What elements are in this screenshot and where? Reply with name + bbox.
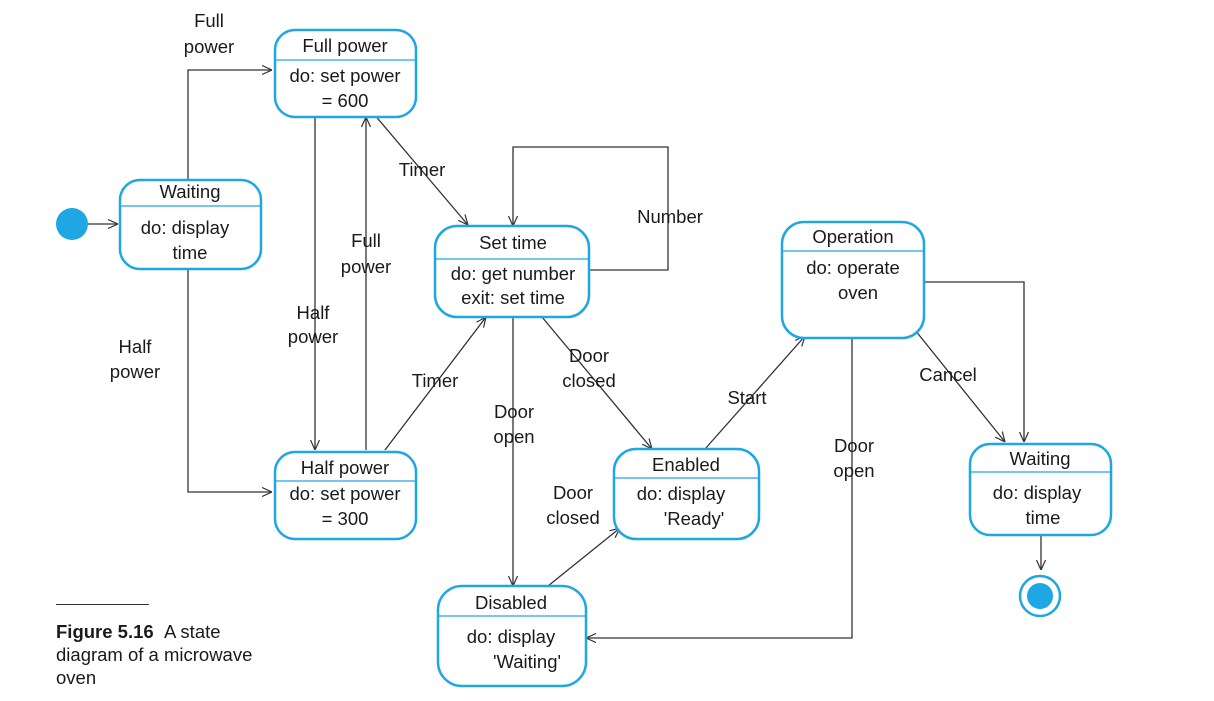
state-half-power-line1: do: set power — [289, 483, 400, 504]
caption-text: A state diagram of a microwave oven — [56, 621, 253, 688]
label-half-power-mid-1: Half — [297, 302, 331, 323]
label-half-power-left-2: power — [110, 361, 160, 382]
state-full-power-line2: = 600 — [322, 90, 369, 111]
state-waiting-end-line1: do: display — [993, 482, 1082, 503]
label-half-power-mid-2: power — [288, 326, 338, 347]
label-door-closed-1-2: closed — [562, 370, 615, 391]
edge-waiting-fullpower — [187, 70, 272, 180]
state-half-power-line2: = 300 — [322, 508, 369, 529]
state-waiting-line1: do: display — [141, 217, 230, 238]
state-operation — [780, 220, 926, 340]
label-door-open-1-1: Door — [494, 401, 534, 422]
caption-rule — [56, 604, 149, 605]
edge-operation-disabled — [586, 338, 853, 638]
state-half-power — [273, 450, 418, 541]
edge-disabled-enabled — [547, 528, 620, 587]
caption-label: Figure 5.16 — [56, 621, 154, 642]
state-full-power — [273, 28, 418, 119]
label-full-power-mid-1: Full — [351, 230, 381, 251]
state-operation-line1: do: operate — [806, 257, 900, 278]
label-door-closed-2-1: Door — [553, 482, 593, 503]
label-full-power-mid-2: power — [341, 256, 391, 277]
state-waiting-name: Waiting — [159, 181, 220, 202]
final-state — [1018, 574, 1062, 618]
state-enabled-line1: do: display — [637, 483, 726, 504]
edge-waiting-halfpower — [187, 269, 272, 492]
label-door-open-2-2: open — [833, 460, 874, 481]
label-timer-top: Timer — [399, 159, 446, 180]
state-operation-name: Operation — [812, 226, 893, 247]
state-set-time-line1: do: get number — [451, 263, 575, 284]
initial-state-dot — [56, 208, 88, 240]
state-set-time-line2: exit: set time — [461, 287, 565, 308]
label-door-open-2-1: Door — [834, 435, 874, 456]
edge-operation-waiting — [924, 281, 1024, 442]
edge-enabled-operation — [704, 336, 805, 450]
label-full-power-top-2: power — [184, 36, 234, 57]
state-waiting-end-name: Waiting — [1009, 448, 1070, 469]
state-disabled-line2: 'Waiting' — [493, 651, 561, 672]
label-half-power-left-1: Half — [119, 336, 153, 357]
state-enabled-name: Enabled — [652, 454, 720, 475]
state-set-time-name: Set time — [479, 232, 547, 253]
edge-operation-waiting-cancel — [914, 329, 1005, 442]
label-timer-bottom: Timer — [412, 370, 459, 391]
state-waiting — [118, 178, 263, 271]
label-door-open-1-2: open — [493, 426, 534, 447]
state-disabled-name: Disabled — [475, 592, 547, 613]
state-waiting-end-line2: time — [1026, 507, 1061, 528]
state-waiting-end — [968, 442, 1113, 537]
state-full-power-line1: do: set power — [289, 65, 400, 86]
figure-caption: Figure 5.16 A state diagram of a microwa… — [56, 620, 256, 689]
edge-halfpower-settime — [384, 317, 486, 451]
edge-fullpower-settime — [372, 112, 468, 225]
state-disabled-line1: do: display — [467, 626, 556, 647]
label-full-power-top-1: Full — [194, 10, 224, 31]
label-number: Number — [637, 206, 703, 227]
state-waiting-line2: time — [173, 242, 208, 263]
label-door-closed-1-1: Door — [569, 345, 609, 366]
state-operation-line2: oven — [838, 282, 878, 303]
state-disabled — [436, 584, 588, 688]
state-set-time — [433, 224, 591, 319]
label-start: Start — [727, 387, 766, 408]
state-full-power-name: Full power — [302, 35, 387, 56]
edge-settime-self — [513, 146, 669, 271]
state-enabled-line2: 'Ready' — [664, 508, 725, 529]
label-cancel: Cancel — [919, 364, 977, 385]
state-half-power-name: Half power — [301, 457, 389, 478]
label-door-closed-2-2: closed — [546, 507, 599, 528]
state-enabled — [612, 447, 761, 541]
edge-settime-enabled — [541, 316, 652, 449]
